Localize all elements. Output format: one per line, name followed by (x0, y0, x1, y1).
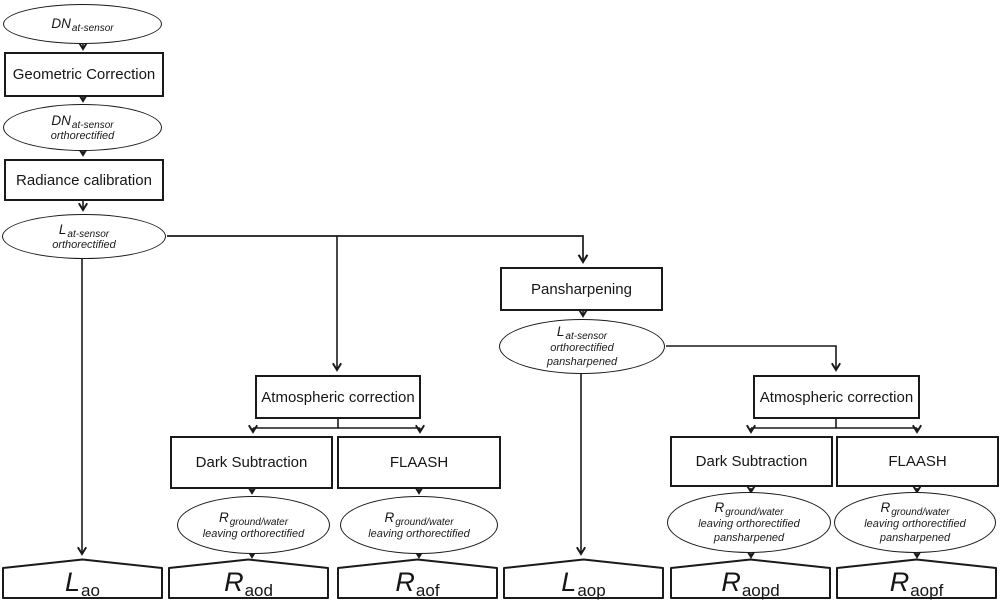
var-symbol: R (714, 500, 725, 516)
node-r-leaving-2-line2: leaving orthorectified (368, 527, 470, 540)
node-l-pansharpened-line2: orthorectified (550, 341, 614, 354)
node-r-leaving-1-line2: leaving orthorectified (202, 527, 305, 540)
var-symbol: R (880, 500, 891, 516)
output-var: R (395, 567, 415, 597)
output-subscript: aopd (741, 580, 780, 600)
node-l-orthorectified: Lat-sensor orthorectified (2, 214, 166, 259)
output-shape-raopd (670, 558, 831, 599)
node-dark-subtraction-2: Dark Subtraction (670, 436, 833, 487)
node-r-leaving-pan-1-line2: leaving orthorectified (698, 517, 800, 530)
output-shape-raopf (836, 558, 997, 599)
node-l-orthorectified-label: Lat-sensor (58, 221, 110, 240)
node-dn-orthorectified-line2: orthorectified (50, 130, 115, 143)
node-flaash-1: FLAASH (337, 436, 501, 489)
node-l-pansharpened: Lat-sensor orthorectified pansharpened (499, 319, 665, 374)
node-geometric-correction: Geometric Correction (4, 52, 164, 97)
var-symbol: L (58, 221, 67, 237)
var-subscript: ground/water (891, 507, 950, 519)
node-r-leaving-1-label: Rground/water (218, 509, 289, 529)
var-subscript: at-sensor (67, 228, 110, 240)
splitter-atmcorr2 (751, 419, 917, 429)
node-dn-at-sensor-label: DNat-sensor (51, 15, 114, 35)
node-r-leaving-1: Rground/water leaving orthorectified (177, 496, 330, 554)
output-var: L (65, 567, 81, 597)
node-r-leaving-2-label: Rground/water (384, 509, 454, 529)
node-l-orthorectified-line2: orthorectified (52, 239, 116, 252)
node-atmospheric-correction-2: Atmospheric correction (753, 375, 920, 419)
var-symbol: L (556, 324, 565, 340)
node-atmospheric-correction-1: Atmospheric correction (255, 375, 421, 419)
node-dark-subtraction-1-label: Dark Subtraction (195, 454, 308, 471)
var-subscript: at-sensor (565, 331, 608, 343)
var-symbol: DN (51, 16, 71, 32)
node-atmospheric-correction-1-label: Atmospheric correction (261, 388, 415, 406)
var-subscript: ground/water (395, 517, 454, 529)
output-shape-raof (337, 558, 498, 599)
output-shape-raod (168, 558, 329, 599)
node-r-leaving-pan-2-line2: leaving orthorectified (864, 517, 966, 530)
arrow-lpan-to-atmcorr2 (666, 345, 842, 372)
output-var: L (561, 567, 577, 597)
var-symbol: DN (51, 112, 71, 128)
node-r-leaving-pan-2-label: Rground/water (880, 499, 950, 519)
output-subscript: aopf (910, 580, 944, 600)
node-geometric-correction-label: Geometric Correction (12, 66, 156, 83)
node-dn-at-sensor: DNat-sensor (3, 4, 162, 44)
output-subscript: aop (577, 580, 606, 600)
splitter-atmcorr1 (253, 419, 420, 429)
node-flaash-2: FLAASH (836, 436, 999, 487)
node-r-leaving-pan-2: Rground/water leaving orthorectified pan… (834, 492, 996, 553)
node-radiance-calibration-label: Radiance calibration (16, 171, 152, 189)
output-shape-laop (503, 558, 664, 599)
node-atmospheric-correction-2-label: Atmospheric correction (759, 388, 914, 406)
output-var: R (889, 567, 910, 597)
var-subscript: ground/water (229, 517, 289, 529)
node-radiance-calibration: Radiance calibration (4, 159, 164, 201)
node-dn-orthorectified-label: DNat-sensor (51, 112, 114, 131)
output-shape-lao (2, 558, 163, 599)
node-dn-orthorectified: DNat-sensor orthorectified (3, 104, 162, 151)
var-subscript: at-sensor (71, 119, 114, 131)
output-subscript: aof (415, 580, 440, 600)
node-r-leaving-pan-2-line3: pansharpened (879, 532, 951, 545)
output-var: R (721, 567, 741, 597)
var-subscript: ground/water (725, 507, 784, 519)
node-r-leaving-pan-1: Rground/water leaving orthorectified pan… (667, 492, 831, 553)
arrow-l-to-pansharpening (167, 235, 589, 265)
node-flaash-2-label: FLAASH (888, 453, 947, 470)
node-dark-subtraction-1: Dark Subtraction (170, 436, 333, 489)
node-dark-subtraction-2-label: Dark Subtraction (695, 453, 808, 470)
var-symbol: R (218, 510, 229, 526)
node-l-pansharpened-label: Lat-sensor (556, 323, 608, 343)
output-var: R (224, 567, 244, 597)
node-pansharpening: Pansharpening (500, 267, 663, 311)
node-pansharpening-label: Pansharpening (531, 280, 632, 298)
output-subscript: ao (81, 580, 100, 600)
node-r-leaving-pan-1-line3: pansharpened (713, 532, 785, 545)
node-l-pansharpened-line3: pansharpened (546, 356, 618, 369)
var-subscript: at-sensor (71, 23, 114, 35)
node-r-leaving-pan-1-label: Rground/water (714, 499, 784, 519)
output-subscript: aod (244, 580, 273, 600)
node-r-leaving-2: Rground/water leaving orthorectified (340, 496, 498, 554)
node-flaash-1-label: FLAASH (389, 454, 449, 471)
var-symbol: R (384, 510, 395, 526)
